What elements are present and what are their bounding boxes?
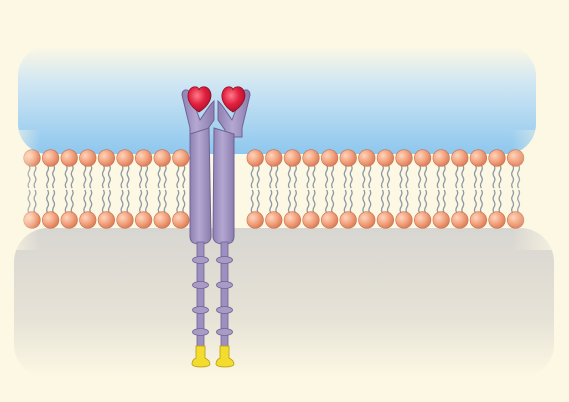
receptor-node-left: [192, 328, 209, 336]
receptor-node-left: [192, 306, 209, 314]
extracellular-region: [18, 46, 536, 154]
receptor-node-right: [216, 256, 233, 264]
intracellular-tip-right: [215, 345, 235, 368]
receptor-node-right: [216, 281, 233, 289]
receptor-node-left: [192, 256, 209, 264]
receptor-node-left: [192, 281, 209, 289]
receptor-node-right: [216, 306, 233, 314]
cytoplasm-region: [14, 228, 554, 378]
receptor-monomer-right: [212, 89, 251, 368]
intracellular-tip-left: [191, 345, 211, 368]
edge-fade: [0, 130, 569, 250]
receptor-dimer: [181, 86, 251, 368]
signal-molecule-right: [221, 86, 246, 113]
receptor-transmembrane-right: [212, 127, 235, 245]
receptor-node-right: [216, 328, 233, 336]
receptor-transmembrane-left: [189, 127, 212, 245]
signal-molecule-left: [187, 86, 212, 113]
